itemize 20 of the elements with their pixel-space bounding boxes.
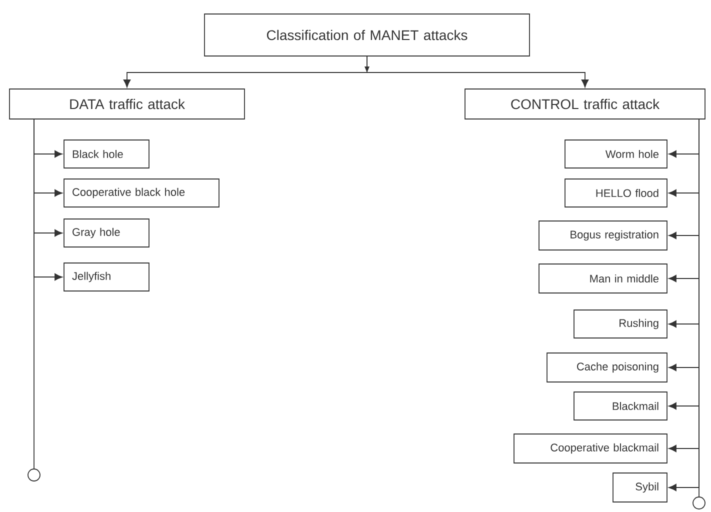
arrow bbox=[366, 56, 589, 88]
process-box: Cache poisoning bbox=[546, 352, 668, 382]
terminal-circle bbox=[692, 496, 706, 510]
process-box: Classification of MANET attacks bbox=[204, 14, 530, 56]
process-box: Cooperative black hole bbox=[64, 178, 220, 208]
process-box: Man in middle bbox=[538, 264, 668, 294]
process-box: Blackmail bbox=[574, 392, 668, 420]
process-box: Sybil bbox=[612, 472, 668, 502]
process-box: HELLO flood bbox=[564, 178, 668, 208]
process-box: Bogus registration bbox=[538, 220, 668, 250]
process-box: DATA traffic attack bbox=[9, 88, 245, 120]
process-box: Black hole bbox=[64, 140, 150, 168]
process-box: Jellyfish bbox=[64, 262, 150, 292]
process-box: Cooperative blackmail bbox=[514, 434, 668, 464]
arrowhead bbox=[364, 66, 370, 72]
process-box: Rushing bbox=[574, 310, 668, 338]
terminal-circle bbox=[28, 468, 40, 482]
process-box: Gray hole bbox=[64, 218, 150, 248]
process-box: Worm hole bbox=[564, 140, 668, 168]
process-box: CONTROL traffic attack bbox=[464, 88, 706, 120]
